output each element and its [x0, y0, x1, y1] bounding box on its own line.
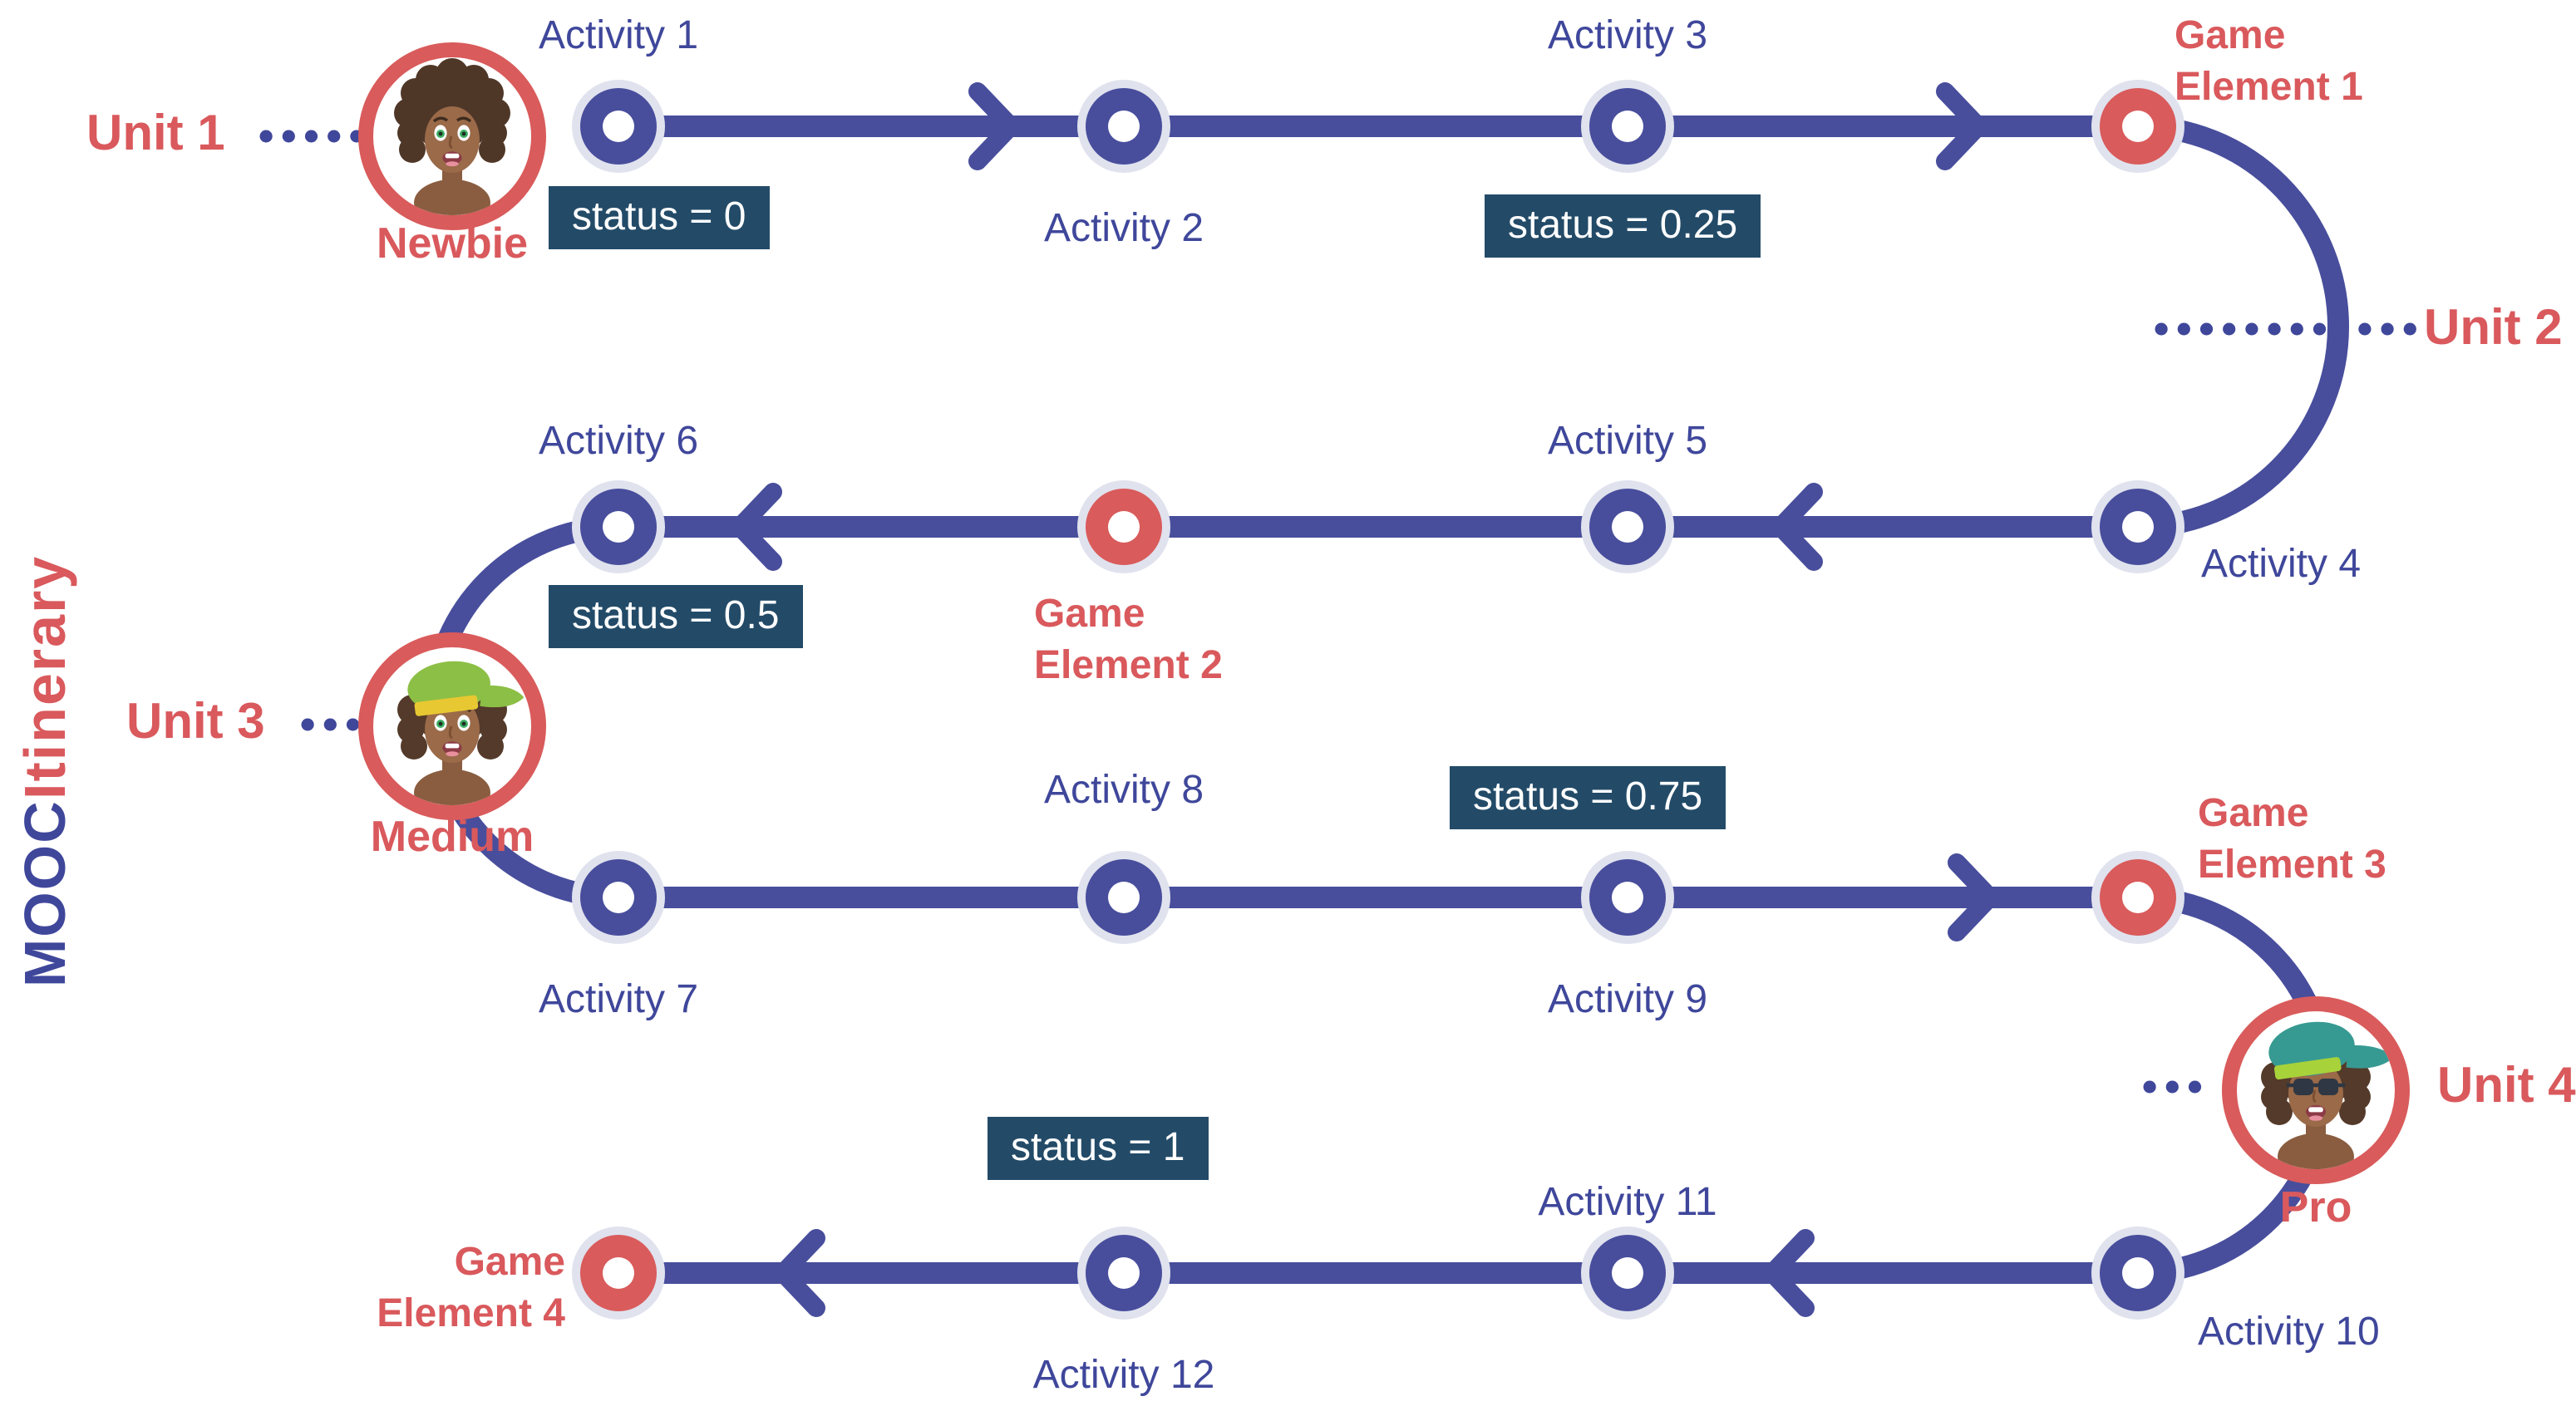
game-element-2-line1: Game: [1034, 592, 1145, 637]
activity-node-1: [572, 80, 665, 173]
game-element-4-label: Game Element 4: [266, 1236, 565, 1340]
activity-1-label: Activity 1: [538, 13, 699, 58]
status-badge-05: status = 0.5: [549, 585, 803, 648]
status-badge-075: status = 0.75: [1450, 766, 1726, 829]
arrow-right-row1-a: [968, 82, 1020, 170]
game-element-node-4: [572, 1227, 665, 1320]
activity-node-10: [2091, 1227, 2184, 1320]
arrow-left-row2-b: [731, 483, 782, 571]
medium-label: Medium: [370, 811, 534, 861]
status-badge-025: status = 0.25: [1485, 194, 1761, 258]
game-element-1-line2: Element 1: [2175, 65, 2363, 110]
game-element-3-line2: Element 3: [2198, 843, 2386, 887]
title-itinerary: Itinerary: [13, 554, 78, 800]
arrow-left-row2-a: [1771, 483, 1823, 571]
unit-1-label: Unit 1: [86, 106, 225, 161]
activity-node-9: [1581, 851, 1674, 944]
arrow-right-row1-b: [1936, 82, 1987, 170]
diagram-title: MOOC Itinerary: [13, 429, 80, 987]
activity-8-label: Activity 8: [1043, 768, 1204, 813]
status-badge-1: status = 1: [988, 1117, 1209, 1180]
activity-12-label: Activity 12: [1032, 1353, 1215, 1398]
activity-node-5: [1581, 480, 1674, 573]
game-element-4-line2: Element 4: [377, 1291, 565, 1336]
activity-5-label: Activity 5: [1547, 419, 1708, 464]
activity-3-label: Activity 3: [1547, 13, 1708, 58]
activity-node-4: [2091, 480, 2184, 573]
activity-4-label: Activity 4: [2201, 542, 2362, 587]
game-element-2-line2: Element 2: [1034, 643, 1223, 688]
activity-node-8: [1077, 851, 1170, 944]
game-element-4-line1: Game: [454, 1240, 565, 1285]
activity-2-label: Activity 2: [1043, 206, 1204, 251]
activity-node-11: [1581, 1227, 1674, 1320]
activity-10-label: Activity 10: [2198, 1310, 2380, 1354]
activity-7-label: Activity 7: [538, 977, 699, 1022]
activity-node-2: [1077, 80, 1170, 173]
unit-4-label: Unit 4: [2437, 1059, 2576, 1113]
game-element-1-label: Game Element 1: [2175, 10, 2363, 113]
arrow-left-row4-a: [1763, 1229, 1815, 1317]
path-curve-right-top: [2137, 116, 2349, 538]
newbie-avatar-icon: [358, 42, 546, 230]
game-element-3-line1: Game: [2198, 791, 2309, 836]
activity-9-label: Activity 9: [1547, 977, 1708, 1022]
activity-node-7: [572, 851, 665, 944]
game-element-node-1: [2091, 80, 2184, 173]
pro-label: Pro: [2279, 1182, 2352, 1231]
arrow-left-row4-b: [774, 1229, 825, 1317]
game-element-node-2: [1077, 480, 1170, 573]
game-element-3-label: Game Element 3: [2198, 788, 2386, 891]
arrow-right-row3: [1948, 853, 1999, 941]
pro-avatar-icon: [2222, 996, 2410, 1184]
game-element-1-line1: Game: [2175, 13, 2286, 58]
activity-6-label: Activity 6: [538, 419, 699, 464]
title-mooc: MOOC: [13, 799, 78, 987]
unit-3-label: Unit 3: [126, 695, 265, 750]
activity-node-12: [1077, 1227, 1170, 1320]
medium-avatar-icon: [358, 632, 546, 820]
activity-11-label: Activity 11: [1538, 1180, 1717, 1225]
game-element-2-label: Game Element 2: [1034, 588, 1223, 691]
game-element-node-3: [2091, 851, 2184, 944]
newbie-label: Newbie: [376, 218, 529, 268]
activity-node-3: [1581, 80, 1674, 173]
unit-2-label: Unit 2: [2424, 301, 2563, 356]
status-badge-0: status = 0: [549, 186, 770, 249]
activity-node-6: [572, 480, 665, 573]
